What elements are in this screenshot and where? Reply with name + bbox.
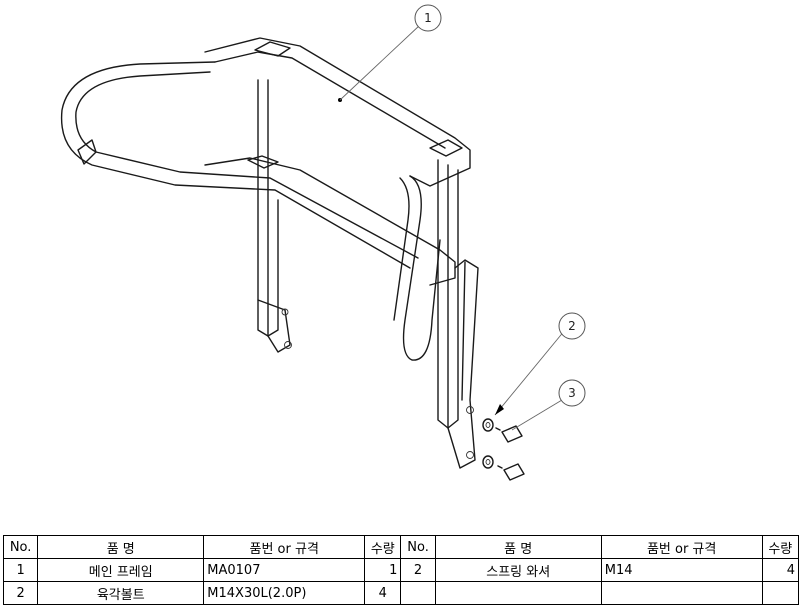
header-qty: 수량 [364, 535, 402, 559]
cell-name: 육각볼트 [37, 581, 205, 605]
balloon-2: 2 [558, 312, 586, 340]
cell-name [434, 581, 602, 605]
cell-spec [600, 581, 763, 605]
header-qty: 수량 [761, 535, 800, 559]
cell-name: 스프링 와셔 [434, 558, 602, 582]
cell-no: 2 [2, 581, 39, 605]
table-header-row: No. 품 명 품번 or 규격 수량 No. 품 명 품번 or 규격 수량 [2, 535, 800, 559]
cell-no [400, 581, 436, 605]
bill-of-materials-table: No. 품 명 품번 or 규격 수량 No. 품 명 품번 or 규격 수량 … [2, 535, 800, 605]
table-row: 1 메인 프레임 MA0107 1 2 스프링 와셔 M14 4 [2, 558, 800, 582]
cell-qty: 4 [364, 581, 402, 605]
balloon-1: 1 [414, 4, 442, 32]
header-spec: 품번 or 규격 [600, 535, 763, 559]
svg-text:2: 2 [568, 319, 576, 333]
svg-text:3: 3 [568, 386, 576, 400]
cell-spec: M14 [600, 558, 763, 582]
header-spec: 품번 or 규격 [203, 535, 366, 559]
exploded-assembly-drawing: 1 2 3 [60, 4, 586, 481]
cell-qty: 1 [364, 558, 402, 582]
balloon-3: 3 [558, 379, 586, 407]
cell-no: 1 [2, 558, 39, 582]
header-no: No. [2, 535, 39, 559]
hex-bolts [495, 425, 525, 481]
cell-spec: MA0107 [203, 558, 366, 582]
svg-text:1: 1 [424, 11, 432, 25]
main-frame [60, 37, 479, 469]
spring-washers [482, 418, 494, 469]
header-name: 품 명 [434, 535, 602, 559]
header-name: 품 명 [37, 535, 205, 559]
table-row: 2 육각볼트 M14X30L(2.0P) 4 [2, 581, 800, 605]
cell-no: 2 [400, 558, 436, 582]
cell-name: 메인 프레임 [37, 558, 205, 582]
cell-qty: 4 [761, 558, 800, 582]
header-no: No. [400, 535, 436, 559]
cell-qty [761, 581, 800, 605]
cell-spec: M14X30L(2.0P) [203, 581, 366, 605]
